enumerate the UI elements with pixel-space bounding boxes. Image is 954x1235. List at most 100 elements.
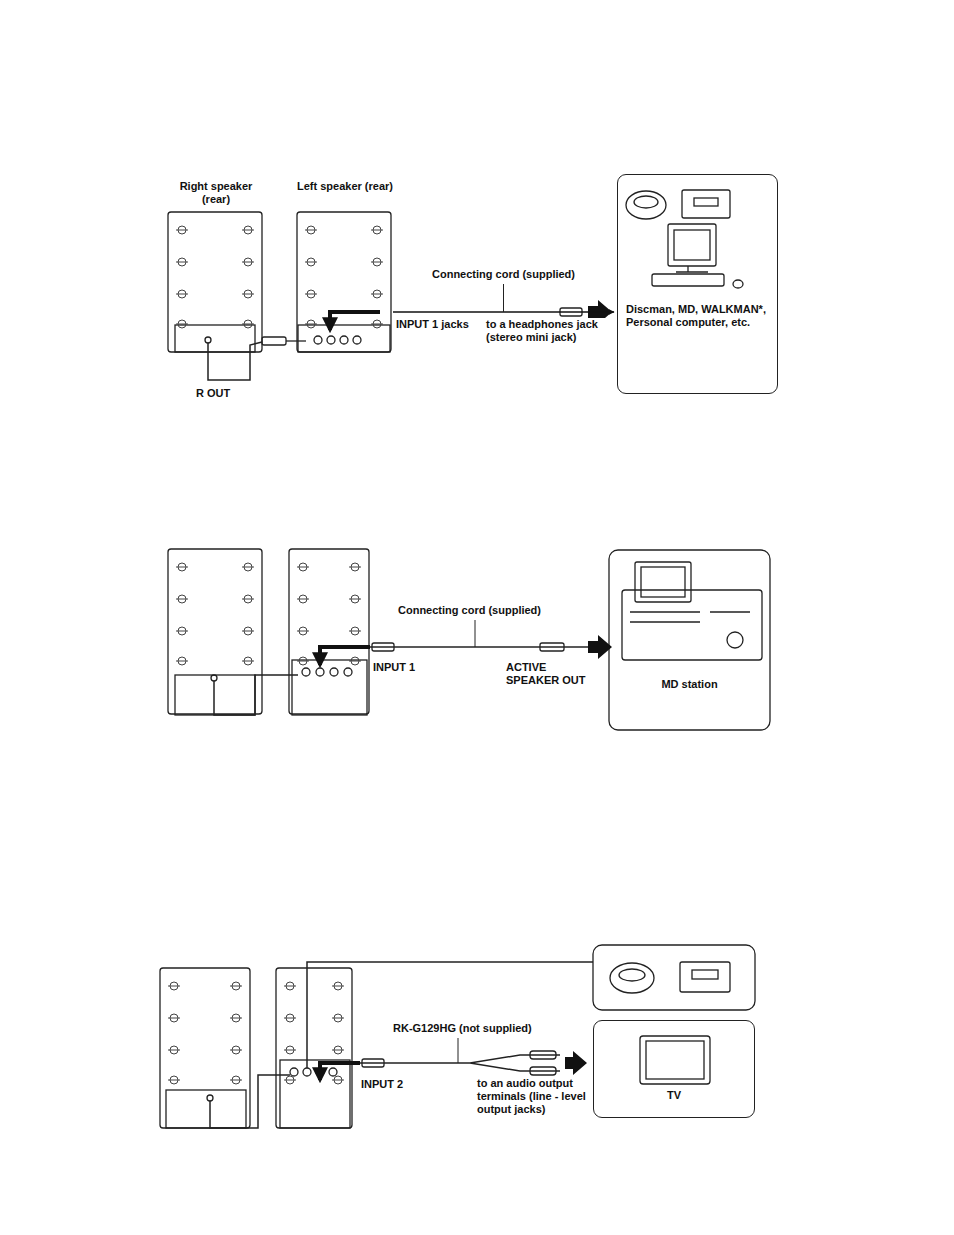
grille-bump bbox=[371, 324, 383, 325]
grille-bump bbox=[349, 661, 361, 662]
grille-bump bbox=[371, 230, 383, 231]
drawing-part bbox=[619, 969, 645, 981]
callout-label: RK-G129HG (not supplied) bbox=[392, 1022, 569, 1035]
drawing-part bbox=[694, 198, 718, 206]
grille-bump bbox=[176, 567, 188, 568]
callout-label: Connecting cord (supplied) bbox=[397, 604, 569, 617]
drawing-part bbox=[635, 562, 691, 602]
drawing-part bbox=[565, 300, 612, 1075]
drawing-part bbox=[530, 1067, 556, 1075]
grille-bump bbox=[242, 599, 254, 600]
grille-bump bbox=[168, 1018, 180, 1019]
drawing-part bbox=[303, 1068, 311, 1076]
drawing-part bbox=[175, 325, 255, 352]
drawing-part bbox=[210, 1075, 290, 1128]
callout-label: INPUT 2 bbox=[360, 1078, 422, 1091]
drawing-part bbox=[353, 336, 361, 344]
callout-label: INPUT 1 jacks bbox=[395, 318, 485, 331]
drawing-part bbox=[530, 1051, 556, 1059]
drawing-part bbox=[214, 675, 298, 715]
grille-bump bbox=[176, 294, 188, 295]
drawing-part bbox=[733, 280, 743, 288]
drawing-part bbox=[205, 337, 211, 343]
grille-bump bbox=[168, 1050, 180, 1051]
drawing-part bbox=[160, 968, 250, 1128]
drawing-part bbox=[330, 312, 380, 330]
drawing-part bbox=[330, 668, 338, 676]
drawing-part bbox=[372, 643, 394, 651]
drawing-part bbox=[370, 646, 590, 648]
grille-bump bbox=[242, 567, 254, 568]
grille-bump bbox=[176, 661, 188, 662]
grille-bump bbox=[297, 599, 309, 600]
drawing-part bbox=[175, 675, 255, 715]
grille-bump bbox=[349, 567, 361, 568]
grille-bump bbox=[176, 631, 188, 632]
drawing-part bbox=[302, 668, 310, 676]
drawing-part bbox=[286, 340, 306, 341]
edge-label: Connecting cord (supplied) bbox=[431, 268, 576, 281]
grille-bump bbox=[230, 1050, 242, 1051]
drawing-part bbox=[630, 612, 750, 622]
drawing-part bbox=[641, 567, 685, 597]
drawing-part bbox=[593, 1020, 755, 1118]
drawing-part bbox=[307, 962, 593, 1068]
grille-bump bbox=[371, 294, 383, 295]
drawing-part bbox=[340, 336, 348, 344]
grille-bump bbox=[305, 324, 317, 325]
drawing-part bbox=[168, 549, 262, 714]
callout-label: ACTIVE SPEAKER OUT bbox=[505, 661, 599, 687]
drawing-part bbox=[565, 1051, 587, 1075]
grille-bump bbox=[297, 631, 309, 632]
speaker-heading: Right speaker (rear) bbox=[168, 180, 264, 354]
grille-bump bbox=[230, 1018, 242, 1019]
drawing-part bbox=[668, 224, 716, 266]
drawing-part bbox=[316, 668, 324, 676]
drawing-part bbox=[166, 1090, 246, 1128]
drawing-part bbox=[610, 963, 654, 993]
grille-bump bbox=[242, 230, 254, 231]
grille-bump bbox=[305, 230, 317, 231]
drawing-part bbox=[262, 337, 286, 345]
drawing-part bbox=[160, 190, 770, 1128]
drawing-part bbox=[622, 590, 762, 660]
grille-bump bbox=[297, 661, 309, 662]
grille-bump bbox=[332, 1050, 344, 1051]
drawing-part bbox=[289, 549, 369, 714]
drawing-part bbox=[168, 212, 262, 352]
grille-bump bbox=[371, 262, 383, 263]
drawing-part bbox=[652, 274, 724, 286]
drawing-part bbox=[344, 668, 352, 676]
grille-bump bbox=[284, 1080, 296, 1081]
grille-bump bbox=[284, 1018, 296, 1019]
node-text: TV bbox=[602, 1089, 746, 1102]
grille-bump bbox=[168, 1080, 180, 1081]
drawing-part bbox=[208, 342, 262, 380]
grille-bump bbox=[284, 1050, 296, 1051]
drawing-part bbox=[327, 336, 335, 344]
grille-bump bbox=[332, 986, 344, 987]
grille-bump bbox=[176, 599, 188, 600]
drawing-part bbox=[593, 945, 755, 1010]
grille-bump bbox=[242, 294, 254, 295]
grille-bump bbox=[349, 599, 361, 600]
drawing-part bbox=[297, 212, 391, 352]
device-box: TV bbox=[593, 1020, 755, 1118]
grille-bump bbox=[242, 324, 254, 325]
drawing-part bbox=[168, 226, 383, 1084]
drawing-part bbox=[682, 190, 730, 218]
leader-line bbox=[475, 620, 476, 647]
device-box: MD station bbox=[609, 550, 770, 730]
node-text: Discman, MD, WALKMAN*, Personal computer… bbox=[626, 303, 769, 329]
drawing-part bbox=[314, 336, 322, 344]
grille-bump bbox=[332, 1080, 344, 1081]
drawing-part bbox=[674, 230, 710, 260]
drawing-part bbox=[329, 1068, 337, 1076]
drawing-part bbox=[640, 1036, 710, 1084]
grille-bump bbox=[176, 262, 188, 263]
leader-line bbox=[458, 1038, 459, 1063]
grille-bump bbox=[230, 1080, 242, 1081]
